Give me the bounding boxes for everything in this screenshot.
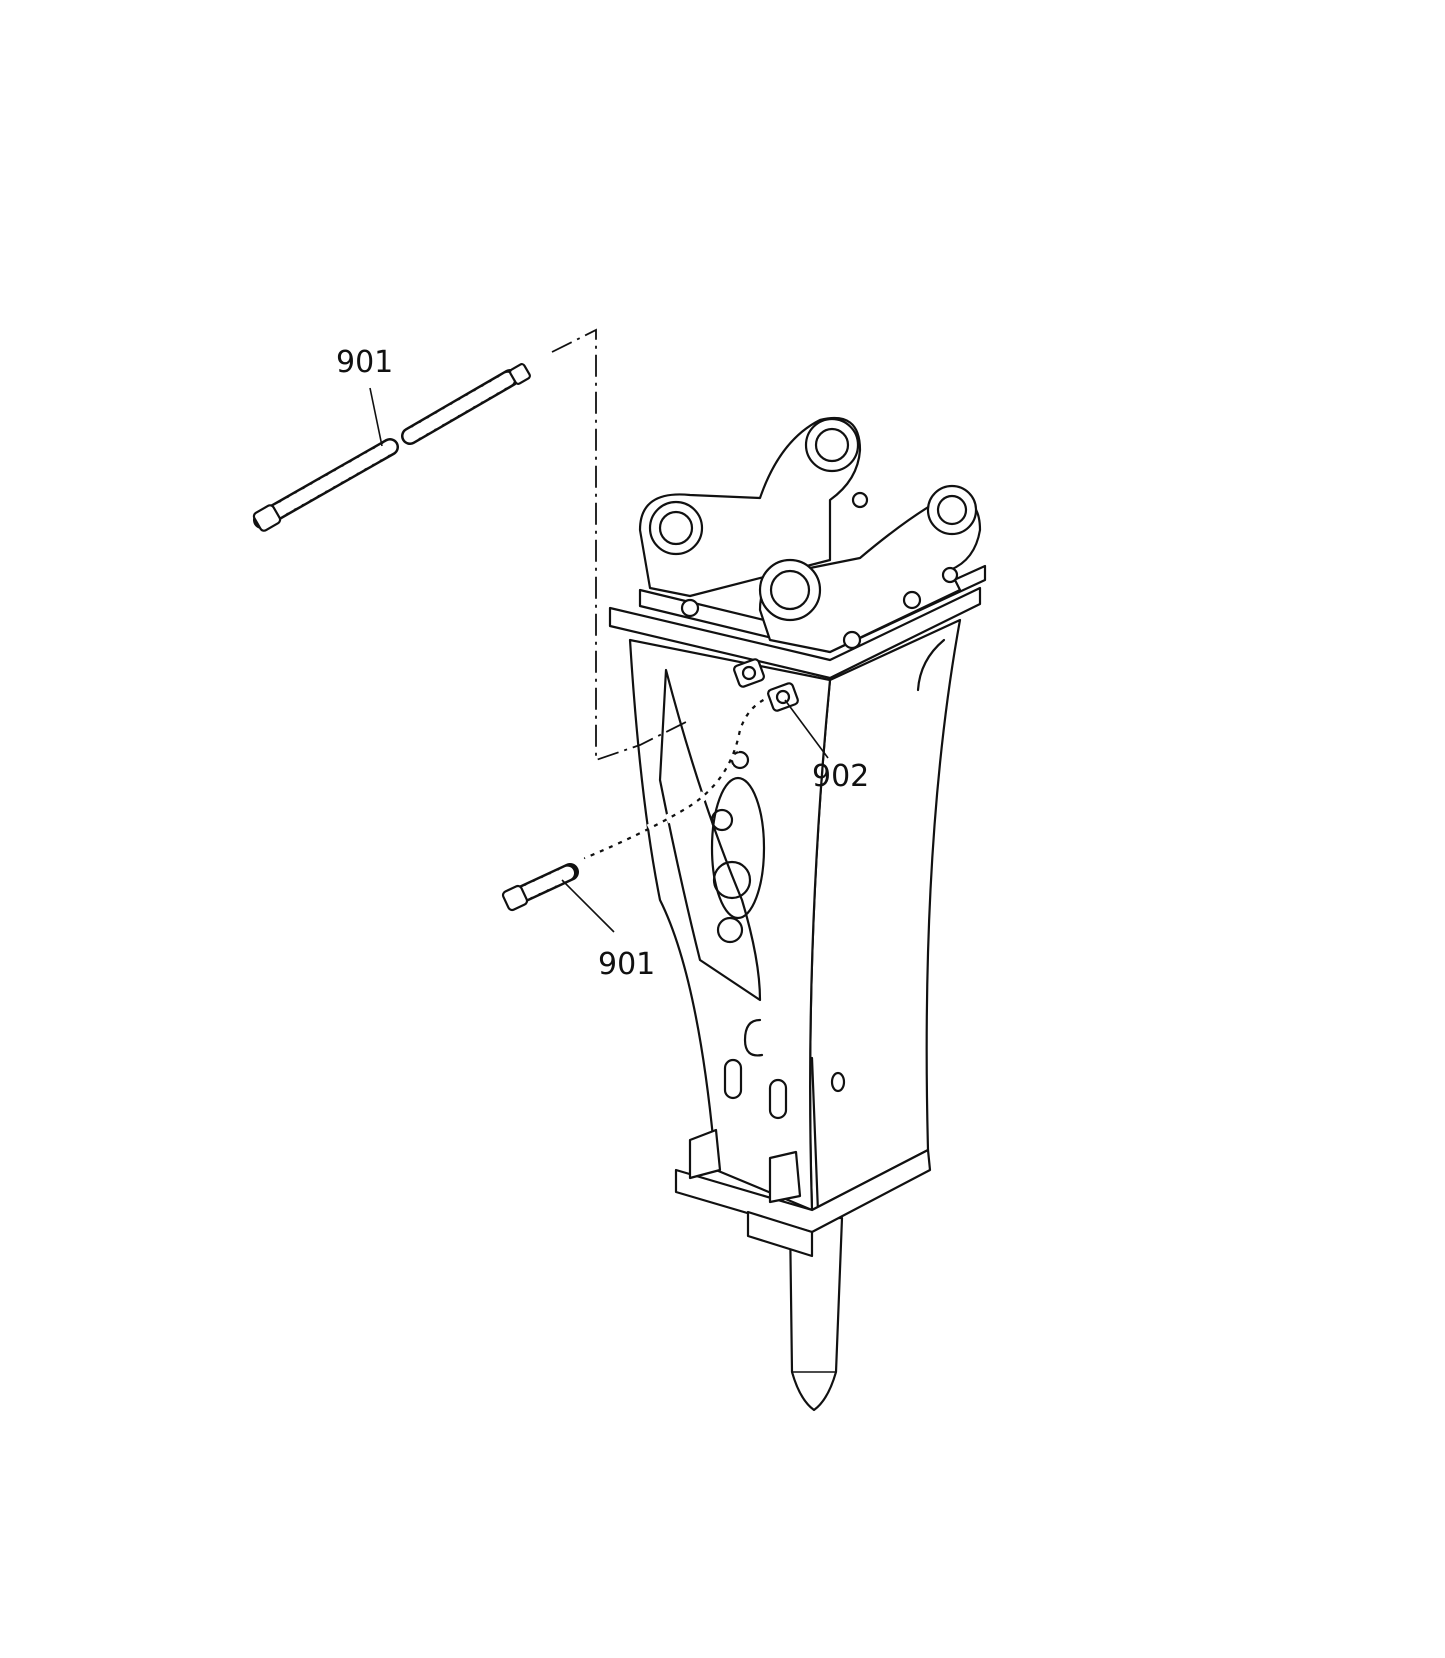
mounting-bracket [608,416,987,680]
hose-901-upper [252,363,531,532]
callout-901-upper: 901 [336,345,393,380]
chisel-tool [788,1216,844,1412]
hose-901-lower [501,863,579,912]
leader-901-upper [369,387,383,447]
leader-902 [784,699,829,759]
breaker-housing [628,618,962,1258]
installed-hose [583,689,782,863]
callout-901-lower: 901 [598,947,655,982]
callout-902: 902 [812,759,869,794]
leader-901-lower [561,879,615,933]
fitting-902 [733,658,799,712]
